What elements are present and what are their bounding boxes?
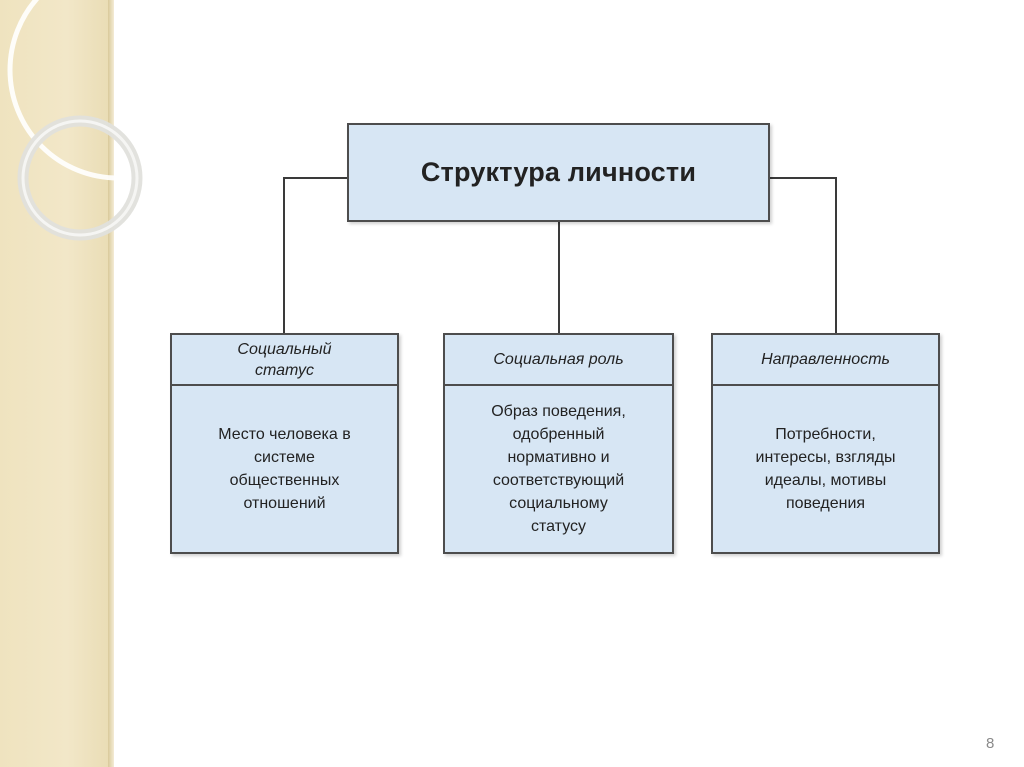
connector-right xyxy=(770,177,837,333)
node-body-text: Потребности, интересы, взгляды идеалы, м… xyxy=(755,426,896,512)
node-social-status: Социальный статус Место человека в систе… xyxy=(170,333,399,554)
side-band-edge xyxy=(108,0,114,767)
node-body: Потребности, интересы, взгляды идеалы, м… xyxy=(713,386,938,552)
node-body-text: Образ поведения, одобренный нормативно и… xyxy=(491,403,626,535)
node-header: Социальная роль xyxy=(445,335,672,386)
node-header-text: Направленность xyxy=(761,351,890,368)
connector-left xyxy=(283,177,347,333)
node-body: Место человека в системе общественных от… xyxy=(172,386,397,552)
node-body-text: Место человека в системе общественных от… xyxy=(218,426,351,512)
node-orientation: Направленность Потребности, интересы, вз… xyxy=(711,333,940,554)
node-header-text: Социальный статус xyxy=(237,340,332,379)
node-header: Социальный статус xyxy=(172,335,397,386)
node-header: Направленность xyxy=(713,335,938,386)
page-number: 8 xyxy=(986,735,995,752)
deco-circle-large xyxy=(7,0,229,181)
node-body: Образ поведения, одобренный нормативно и… xyxy=(445,386,672,552)
root-node: Структура личности xyxy=(347,123,770,222)
node-header-text: Социальная роль xyxy=(493,351,624,368)
node-social-role: Социальная роль Образ поведения, одобрен… xyxy=(443,333,674,554)
deco-circle-small-inner xyxy=(21,119,139,237)
root-title: Структура личности xyxy=(420,157,697,187)
